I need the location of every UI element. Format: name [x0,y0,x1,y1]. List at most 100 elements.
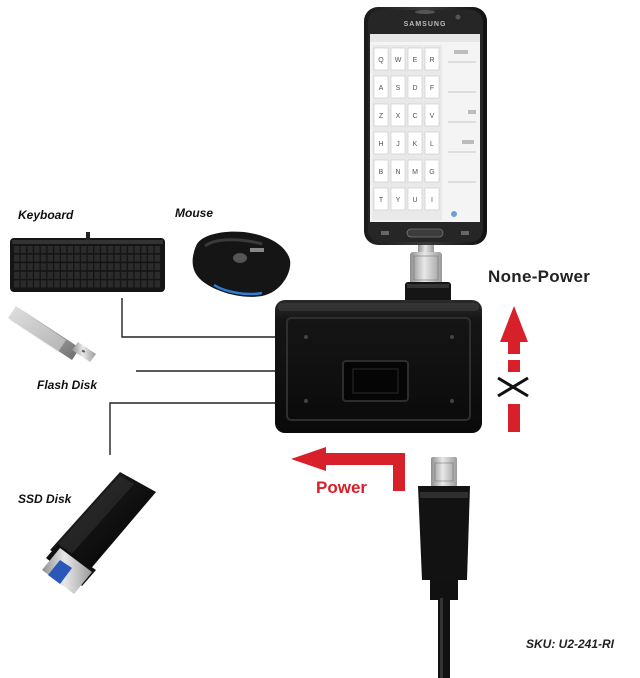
keyboard-key [94,271,100,279]
keyboard-key [54,271,60,279]
connection-lines [109,298,275,455]
keyboard-key [20,246,27,253]
keyboard-key [74,246,80,253]
keyboard-key [107,263,114,271]
keyboard-key [114,280,120,288]
phone-key [390,75,406,99]
keyboard-key [87,271,94,279]
keyboard-key [40,246,47,253]
keyboard-key [47,254,53,262]
keyboard-key [67,280,73,288]
keyboard-key [127,254,134,262]
keyboard-key [101,246,107,253]
keyboard-key [54,280,60,288]
blocked-x-mark [497,376,529,398]
keyboard-key [14,280,20,288]
phone-key-label: I [431,197,433,204]
keyboard-key [27,246,33,253]
keyboard-key [107,271,114,279]
phone-key [373,103,389,127]
phone-key [407,187,423,211]
keyboard-key [94,254,100,262]
keyboard-key [154,246,161,253]
phone-key-label: G [429,169,434,176]
phone-key [390,103,406,127]
phone-key-label: N [395,169,400,176]
keyboard-key [141,263,147,271]
keyboard-key [127,246,134,253]
keyboard-label: Keyboard [18,208,74,222]
keyboard-key [60,254,67,262]
phone-key-label: J [396,141,400,148]
phone-key [424,131,440,155]
keyboard-key [121,254,127,262]
phone-key [390,47,406,71]
keyboard-key [47,280,53,288]
keyboard-key [107,254,114,262]
keyboard-key [114,254,120,262]
keyboard-key [47,246,53,253]
keyboard-key [134,254,140,262]
keyboard-key [60,280,67,288]
phone-key-label: E [413,57,418,64]
keyboard-key [107,246,114,253]
keyboard-key [60,271,67,279]
keyboard-key [67,263,73,271]
keyboard-key [141,271,147,279]
keyboard-key [114,271,120,279]
keyboard-key [67,246,73,253]
keyboard-key [81,254,87,262]
keyboard-key [148,271,154,279]
keyboard-key [27,280,33,288]
otg-adapter [275,300,482,433]
keyboard-key [34,246,40,253]
phone-key [373,131,389,155]
phone-key [373,75,389,99]
keyboard-key [101,263,107,271]
keyboard-key [154,280,161,288]
phone-key [373,187,389,211]
phone-key-label: T [379,197,384,204]
keyboard-key [74,271,80,279]
keyboard-key [54,246,60,253]
keyboard-key [141,280,147,288]
keyboard-key [114,246,120,253]
keyboard-key [101,271,107,279]
keyboard-key [134,280,140,288]
power-cable [418,457,470,678]
keyboard-key [81,246,87,253]
phone-key [424,103,440,127]
phone-key-label: Y [396,197,401,204]
keyboard-key [134,271,140,279]
keyboard-key [60,246,67,253]
phone-key-label: D [412,85,417,92]
keyboard-key [141,246,147,253]
keyboard-key [87,280,94,288]
keyboard-key [27,263,33,271]
phone-key [373,47,389,71]
keyboard-key [40,263,47,271]
phone-key-label: A [379,85,384,92]
flash-disk-label: Flash Disk [37,378,98,392]
keyboard-key [121,280,127,288]
keyboard-key [74,263,80,271]
phone-key-label: X [396,113,401,120]
phone-key-label: U [412,197,417,204]
power-label: Power [316,478,368,497]
keyboard-key [20,263,27,271]
keyboard-key [14,271,20,279]
flash-disk-device [8,306,96,362]
keyboard-key [107,280,114,288]
phone-key [407,47,423,71]
keyboard-key [54,254,60,262]
keyboard-key [67,254,73,262]
phone-key-label: L [430,141,434,148]
phone-key-label: W [395,57,402,64]
keyboard-key [81,271,87,279]
keyboard-key [127,280,134,288]
keyboard-device [10,232,165,292]
ssd-disk-device [42,472,156,594]
keyboard-key [67,271,73,279]
